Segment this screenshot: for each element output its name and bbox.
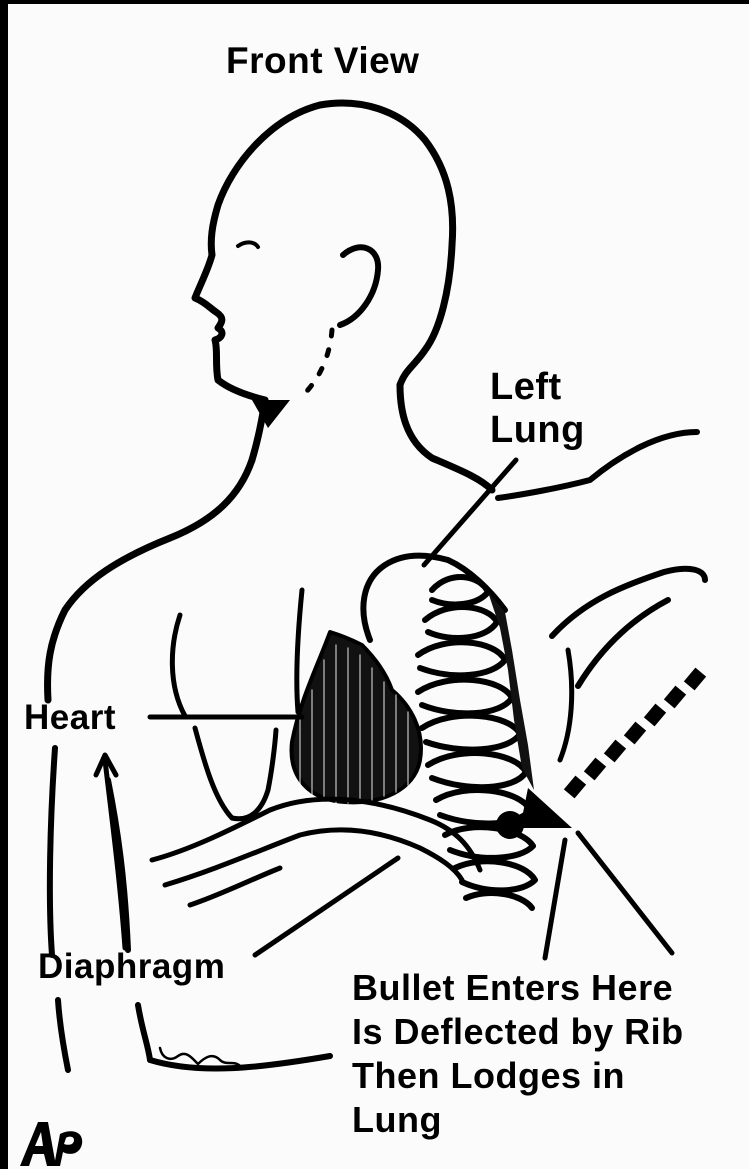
diaphragm-curve-1 <box>152 799 480 870</box>
pectoral-right <box>297 590 302 712</box>
torso-left-edge-lower <box>58 1000 68 1070</box>
sternum <box>195 728 276 819</box>
diaphragm-leader-line <box>255 858 398 955</box>
jaw-dotted-line <box>300 330 332 398</box>
neck-back <box>400 385 492 490</box>
pectoral-left <box>172 615 185 716</box>
heart-label: Heart <box>24 698 116 738</box>
bullet-path-line-2: Is Deflected by Rib <box>352 1010 684 1054</box>
bullet-trajectory <box>564 668 706 799</box>
ear-outline <box>340 247 378 325</box>
bullet-path-line-4: Lung <box>352 1098 684 1142</box>
bullet-path-line-3: Then Lodges in <box>352 1054 684 1098</box>
heart-shape <box>292 632 421 802</box>
ap-logo <box>16 1116 86 1169</box>
right-arm-line-3 <box>560 650 572 760</box>
head-outline <box>195 103 453 400</box>
right-arm-line-2 <box>578 600 668 686</box>
torso-inner-line-lower <box>138 1005 150 1060</box>
torso-left-edge <box>50 748 55 955</box>
bullet-path-label: Bullet Enters Here Is Deflected by Rib T… <box>352 966 684 1142</box>
diagram-title: Front View <box>226 40 419 82</box>
left-lung-label-line-1: Left <box>490 366 585 409</box>
bullet-leader-line <box>578 833 672 953</box>
bullet-lodge-point <box>496 811 524 839</box>
bullet-leader-line-2 <box>545 840 565 958</box>
left-lung-label: Left Lung <box>490 366 585 452</box>
diaphragm-label: Diaphragm <box>38 947 225 987</box>
bullet-path-line-1: Bullet Enters Here <box>352 966 684 1010</box>
left-shoulder-arm <box>48 460 252 700</box>
left-lung-label-line-2: Lung <box>490 409 585 452</box>
eye <box>238 242 258 247</box>
bullet-arrowhead <box>520 788 572 828</box>
